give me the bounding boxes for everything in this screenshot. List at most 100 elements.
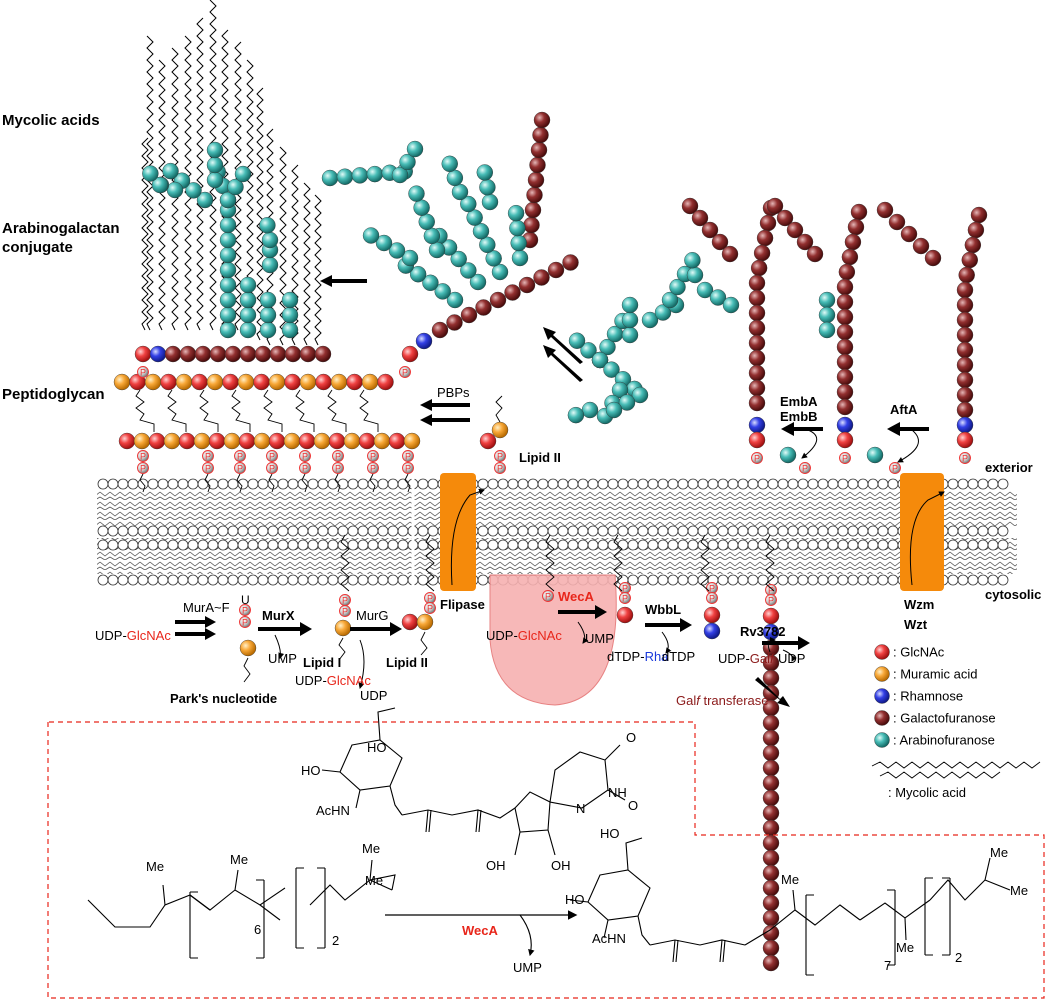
- ho-label: HO: [367, 740, 387, 755]
- glcnac-bead: [748, 431, 766, 449]
- galactofuranose-bead: [526, 186, 543, 204]
- phosphate-icon: [542, 590, 554, 602]
- arabinofuranose-bead: [388, 242, 406, 259]
- phosphate-icon: [765, 594, 777, 606]
- phosphate-label: P: [242, 606, 248, 616]
- arabinofuranose-bead: [321, 169, 339, 187]
- arabinofuranose-bead: [196, 191, 214, 209]
- muramic-acid-bead: [253, 432, 271, 450]
- phosphate-label: P: [205, 464, 211, 474]
- galactofuranose-bead: [299, 345, 317, 363]
- emba-label: EmbA: [780, 394, 818, 409]
- arabinofuranose-bead: [391, 166, 409, 184]
- me-label: Me: [146, 859, 164, 874]
- muramic-acid-bead: [313, 432, 331, 450]
- udp-murg: UDP: [360, 688, 387, 703]
- glcnac-bead: [762, 607, 780, 625]
- arabinofuranose-bead: [261, 256, 279, 274]
- galactofuranose-bead: [475, 299, 492, 316]
- galactofuranose-bead: [836, 353, 854, 371]
- galactofuranose-bead: [766, 197, 784, 215]
- galactofuranose-bead: [956, 386, 974, 404]
- phosphate-icon: [239, 604, 251, 616]
- reaction-box-border: [47, 721, 1045, 999]
- arabinofuranose-bead: [591, 351, 609, 369]
- murg-label: MurG: [356, 608, 389, 623]
- lipid-ii-top-label: Lipid II: [519, 450, 561, 465]
- arabinofuranose-bead: [162, 162, 179, 180]
- arabinofuranose-bead: [631, 386, 649, 404]
- phosphate-label: P: [140, 368, 146, 378]
- phosphate-icon: [424, 602, 436, 614]
- ho-label: HO: [301, 763, 321, 778]
- galactofuranose-bead: [748, 394, 766, 412]
- galactofuranose-bead: [836, 368, 854, 386]
- arabinofuranose-bead: [239, 306, 257, 324]
- phosphate-label: P: [335, 464, 341, 474]
- arabinofuranose-bead: [654, 304, 672, 321]
- phosphate-label: P: [427, 594, 433, 604]
- glcnac-bead: [222, 373, 239, 391]
- phosphate-icon: [339, 605, 351, 617]
- legend: : GlcNAc: Muramic acid: Rhamnose: Galact…: [871, 644, 1041, 800]
- lipid-ii-label: Lipid II: [386, 655, 428, 670]
- galactofuranose-bead: [748, 379, 766, 397]
- glcnac-bead: [253, 373, 270, 391]
- arabinofuranose-bead: [509, 219, 526, 237]
- galactofuranose-bead: [836, 338, 854, 356]
- subscript-6: 6: [254, 922, 261, 937]
- galactofuranose-bead: [806, 245, 824, 263]
- phosphate-label: P: [709, 594, 715, 604]
- legend-label: : Muramic acid: [893, 667, 978, 682]
- arabinofuranose-bead: [621, 326, 639, 344]
- galactofuranose-bead: [524, 201, 542, 219]
- legend-label: : GlcNAc: [893, 645, 945, 660]
- phosphate-icon: [299, 462, 311, 474]
- galactofuranose-bead: [762, 819, 780, 837]
- galactofuranose-bead: [956, 356, 974, 374]
- arabinofuranose-bead: [185, 182, 202, 199]
- transfer-arrows: [175, 275, 929, 707]
- galactofuranose-bead: [750, 259, 768, 277]
- reaction-labels: WecA UMP HO HO AcHN Me Me Me Me 6 2 HO H…: [146, 730, 1028, 975]
- galactofuranose-bead: [748, 274, 766, 292]
- arabinofuranose-bead: [336, 168, 354, 185]
- muramic-acid-bead: [283, 432, 301, 450]
- ho-label: HO: [600, 826, 620, 841]
- dtdp-rha-label: dTDP-Rha: [607, 649, 669, 664]
- glcnac-bead: [401, 345, 419, 363]
- muramic-acid-bead: [403, 432, 421, 450]
- phosphate-icon: [266, 450, 278, 462]
- arabinofuranose-bead: [219, 291, 237, 309]
- subscript-7: 7: [884, 958, 891, 973]
- subscript-2: 2: [955, 950, 962, 965]
- galactofuranose-bead: [900, 225, 918, 243]
- galactofuranose-bead: [748, 304, 766, 322]
- arabinofuranose-bead: [234, 165, 252, 183]
- afta-label: AftA: [890, 402, 918, 417]
- galactofuranose-bead: [762, 909, 780, 927]
- galactofuranose-bead: [533, 269, 550, 286]
- phosphate-label: P: [962, 454, 968, 464]
- muramic-acid-bead: [206, 373, 224, 391]
- galf-transferase-label: Galf transferase: [676, 693, 769, 708]
- arabinofuranose-bead: [479, 179, 496, 196]
- phosphate-icon: [367, 450, 379, 462]
- arabinofuranose-bead: [641, 311, 659, 329]
- galactofuranose-bead: [847, 218, 865, 236]
- muramic-acid-bead: [193, 432, 211, 450]
- rhamnose-bead: [703, 622, 721, 640]
- phosphate-icon: [202, 450, 214, 462]
- uridine-label: U: [241, 593, 250, 607]
- arabinofuranose-bead: [686, 266, 704, 284]
- glcnac-bead: [148, 432, 166, 450]
- achn-label: AcHN: [592, 931, 626, 946]
- phosphate-label: P: [497, 464, 503, 474]
- arabinofuranose-bead: [219, 191, 237, 209]
- galactofuranose-bead: [523, 216, 540, 234]
- legend-label: : Arabinofuranose: [893, 733, 995, 748]
- glcnac-bead: [358, 432, 376, 450]
- phosphate-icon: [402, 450, 414, 462]
- phosphate-icon: [402, 462, 414, 474]
- arabinofuranose-bead: [476, 164, 493, 181]
